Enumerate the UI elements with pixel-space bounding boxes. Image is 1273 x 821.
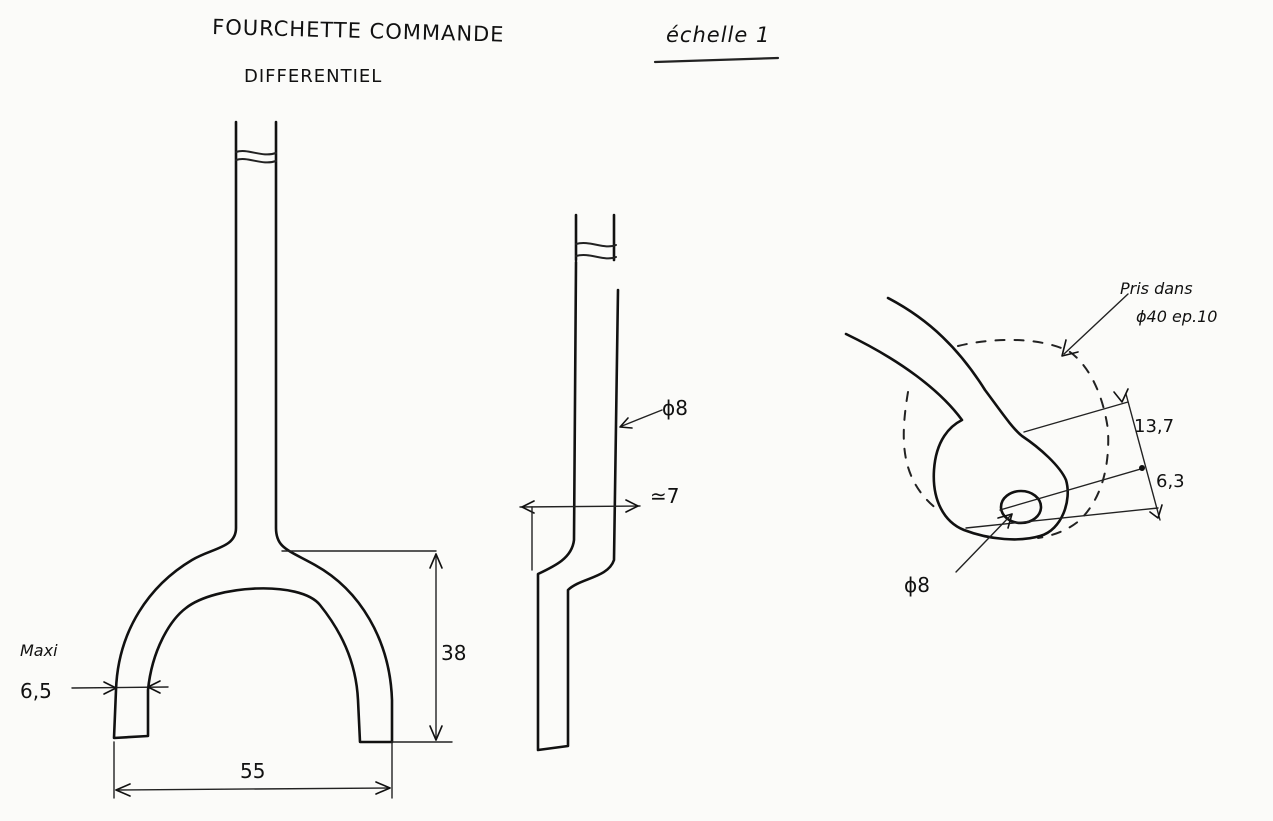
offset-arrow-right	[625, 499, 639, 513]
scale-label: échelle 1	[666, 23, 770, 47]
dim-upper-label: 13,7	[1134, 416, 1174, 437]
width-arrow-right	[375, 781, 391, 795]
fork-outline	[112, 120, 394, 744]
stock-circle	[902, 338, 1110, 539]
thickness-arrow-left	[103, 681, 117, 695]
dim-arrow-top	[1113, 388, 1129, 403]
scale-underline	[653, 56, 780, 64]
break-line	[235, 150, 277, 156]
note-line1: Pris dans	[1120, 279, 1193, 298]
note-leader	[1063, 293, 1129, 355]
offset-dim-line	[519, 505, 641, 508]
height-label: 38	[441, 641, 466, 665]
dim-ext-middle	[999, 467, 1145, 511]
title-line2: DIFFERENTIEL	[244, 66, 382, 87]
rod-diameter-label: ϕ8	[662, 396, 688, 420]
side-view: ≃7 ϕ8	[519, 213, 688, 752]
dim-arrow-bottom	[1149, 504, 1163, 519]
hole-diameter-label: ϕ8	[904, 573, 930, 597]
height-arrow-bottom	[429, 725, 443, 741]
thickness-label-value: 6,5	[20, 679, 52, 703]
thickness-dim-line	[71, 686, 169, 689]
arm-outline	[844, 296, 1069, 541]
note-arrow	[1061, 339, 1079, 357]
height-arrow-top	[429, 553, 443, 569]
thickness-label-top: Maxi	[20, 641, 58, 660]
hole	[999, 489, 1043, 525]
title-line1: FOURCHETTE COMMANDE	[212, 15, 505, 47]
side-break-line	[575, 242, 617, 248]
dim-lower-label: 6,3	[1156, 471, 1185, 492]
width-dim-line	[115, 787, 391, 791]
dim-ext-lower	[965, 507, 1159, 529]
offset-arrow-left	[521, 500, 535, 514]
break-line-2	[235, 158, 277, 164]
dim-middle-dot	[1139, 465, 1145, 471]
side-outline	[536, 260, 620, 752]
width-arrow-left	[115, 783, 131, 797]
dim-ext-upper	[1023, 401, 1129, 433]
detail-view: 13,7 6,3 ϕ8 Pris dans ϕ40 ep.10	[844, 279, 1217, 597]
dim-line-vertical	[1125, 393, 1161, 521]
rod-diameter-leader	[621, 409, 663, 427]
title-block: FOURCHETTE COMMANDE DIFFERENTIEL échelle…	[212, 15, 780, 87]
width-label: 55	[240, 759, 265, 783]
hole-leader	[955, 513, 1013, 573]
side-break-line-2	[575, 254, 617, 260]
rod-diameter-arrow	[619, 417, 633, 429]
offset-label: ≃7	[650, 484, 679, 508]
hole-arrow	[997, 513, 1013, 529]
front-view: 38 55 Maxi 6,5	[20, 120, 466, 799]
thickness-arrow-right	[147, 680, 161, 694]
note-line2: ϕ40 ep.10	[1136, 307, 1217, 326]
